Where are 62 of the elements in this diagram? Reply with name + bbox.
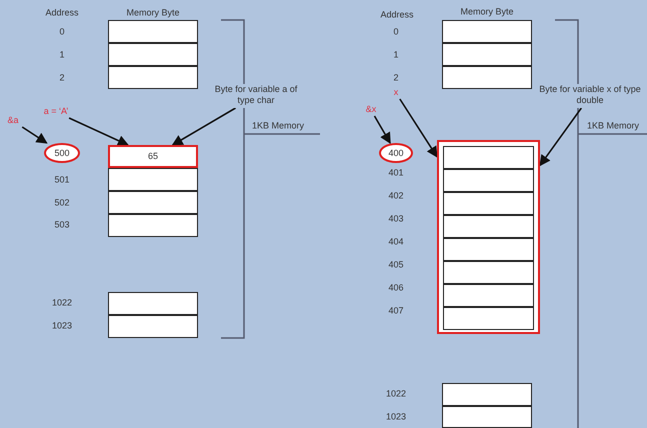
address-label: 405 — [388, 260, 404, 270]
bracket-label: 1KB Memory — [252, 120, 304, 132]
arrow — [68, 117, 129, 146]
memory-cell: 65 — [108, 145, 198, 168]
memory-cell — [443, 261, 534, 284]
address-label: 1023 — [52, 320, 72, 332]
address-label: 0 — [394, 26, 398, 38]
arrow — [539, 108, 582, 166]
address-label: 404 — [388, 236, 404, 248]
arrow — [22, 126, 48, 144]
memory-cell — [442, 43, 532, 66]
memory-cell — [442, 406, 532, 428]
address-label: 503 — [54, 220, 70, 230]
column-header: Memory Byte — [126, 8, 180, 18]
variable-label: &x — [362, 104, 380, 116]
address-label: 1 — [394, 50, 398, 60]
memory-cell — [443, 192, 534, 215]
address-label: 401 — [388, 168, 404, 178]
address-label: 1023 — [386, 412, 406, 422]
memory-cell — [108, 315, 198, 338]
memory-cell — [443, 215, 534, 238]
arrow — [172, 107, 236, 146]
memory-cell — [108, 292, 198, 315]
address-label: 406 — [388, 282, 404, 294]
address-ellipse: 400 — [379, 143, 413, 163]
memory-cell — [108, 20, 198, 43]
annotation-text: Byte for variable x of type double — [538, 84, 642, 108]
memory-cell — [442, 383, 532, 406]
memory-cell — [443, 169, 534, 192]
variable-highlight-box — [437, 140, 540, 334]
address-label: 2 — [394, 72, 398, 84]
memory-cell — [442, 20, 532, 43]
address-label: 407 — [388, 306, 404, 316]
address-label: 1022 — [52, 298, 72, 308]
column-header: Address — [45, 8, 79, 18]
memory-cell — [443, 146, 534, 169]
address-label: 2 — [60, 72, 64, 84]
memory-cell — [443, 284, 534, 307]
address-label: 1 — [60, 50, 64, 60]
arrow — [399, 98, 438, 158]
address-label: 501 — [54, 174, 70, 186]
address-label: 502 — [54, 198, 70, 208]
address-label: 1022 — [386, 388, 406, 400]
address-ellipse: 500 — [44, 143, 80, 163]
variable-label: &a — [2, 115, 24, 127]
arrow — [374, 116, 391, 144]
address-label: 0 — [60, 26, 64, 38]
address-label: 403 — [388, 214, 404, 224]
column-header: Address — [380, 10, 414, 20]
memory-cell — [108, 43, 198, 66]
column-header: Memory Byte — [460, 6, 514, 18]
address-label: 402 — [388, 190, 404, 202]
memory-cell — [108, 191, 198, 214]
memory-cell — [108, 66, 198, 89]
memory-cell — [108, 168, 198, 191]
variable-label: x — [389, 87, 403, 99]
bracket-label: 1KB Memory — [587, 120, 639, 132]
memory-cell — [108, 214, 198, 237]
memory-cell — [443, 238, 534, 261]
memory-cell — [443, 307, 534, 330]
variable-label: a = ‘A’ — [34, 106, 78, 118]
memory-cell — [442, 66, 532, 89]
